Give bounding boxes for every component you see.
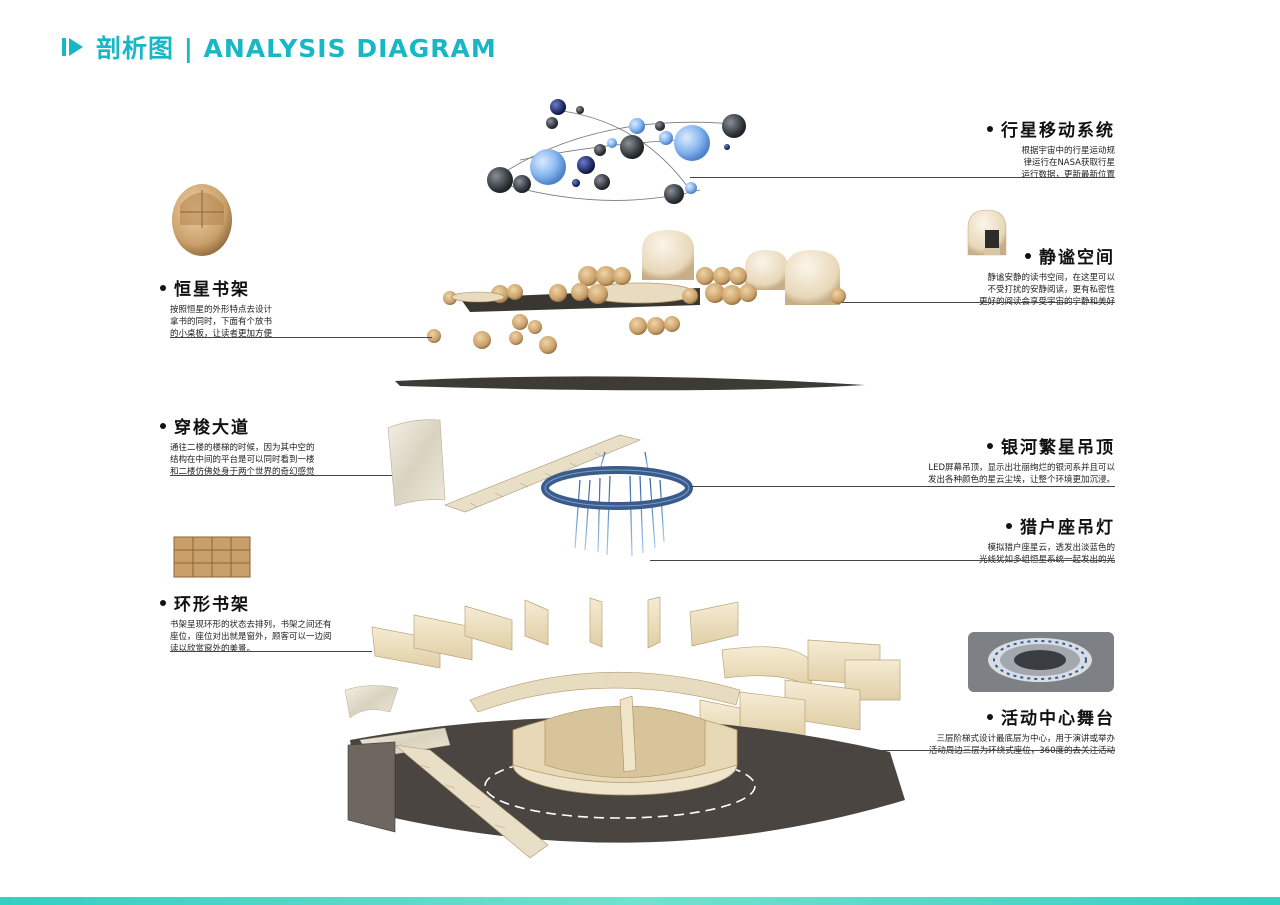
floating-shelves xyxy=(371,596,901,751)
ground-floor xyxy=(344,671,905,859)
label-quiet-space: 静谧空间 静谧安静的读书空间，在这里可以 不受打扰的安静阅读，更有私密性 更好的… xyxy=(979,243,1115,308)
planet-system xyxy=(487,99,746,204)
star-shelf-model xyxy=(172,184,232,256)
play-icon xyxy=(62,36,84,58)
leader-shuttle-avenue xyxy=(170,475,392,476)
label-line: 不受打扰的安静阅读，更有私密性 xyxy=(987,285,1115,295)
upper-floor-slab xyxy=(395,376,865,391)
label-line: 活动周边三层为环绕式座位，360度的去关注活动 xyxy=(928,746,1115,756)
bullet-dot xyxy=(160,422,166,429)
label-line: 读以欣赏窗外的美景。 xyxy=(170,644,256,654)
label-line: 三层阶梯式设计最底层为中心，用于演讲或举办 xyxy=(936,734,1115,744)
upper-floor xyxy=(427,230,846,354)
bottom-accent-bar xyxy=(0,897,1280,905)
page-title: 剖析图 | ANALYSIS DIAGRAM xyxy=(96,34,497,63)
leader-quiet-space xyxy=(842,302,1115,303)
label-line: LED屏幕吊顶，显示出壮丽绚烂的银河系并且可以 xyxy=(928,463,1115,473)
label-title: 静谧空间 xyxy=(1039,248,1115,268)
staircase-model xyxy=(387,419,641,513)
leader-galaxy-ceiling xyxy=(690,486,1115,487)
label-line: 根据宇宙中的行星运动规 xyxy=(1021,146,1115,156)
label-planet-system: 行星移动系统 根据宇宙中的行星运动规 律运行在NASA获取行星 运行数据，更新最… xyxy=(987,116,1115,181)
label-orion-lamp: 猎户座吊灯 模拟猎户座星云，透发出淡蓝色的 光线犹如多组恒星系统一起发出的光 xyxy=(979,513,1115,566)
bullet-dot xyxy=(987,442,993,449)
label-title: 猎户座吊灯 xyxy=(1020,518,1115,538)
leader-event-stage xyxy=(830,750,1115,751)
label-line: 静谧安静的读书空间，在这里可以 xyxy=(987,273,1115,283)
page-header: 剖析图 | ANALYSIS DIAGRAM xyxy=(62,30,497,64)
leader-planet-system xyxy=(690,177,1115,178)
bullet-dot xyxy=(987,125,993,132)
bullet-dot xyxy=(1025,252,1031,259)
leader-ring-shelf xyxy=(170,651,372,652)
label-title: 环形书架 xyxy=(174,595,250,615)
quiet-pod-model xyxy=(967,209,1007,256)
bullet-dot xyxy=(987,713,993,720)
label-line: 通往二楼的楼梯的时候，因为其中空的 xyxy=(170,443,315,453)
label-line: 书架呈现环形的状态去排列，书架之间还有 xyxy=(170,620,332,630)
label-star-shelf: 恒星书架 按照恒星的外形特点去设计 拿书的同时，下面有个放书 的小桌板，让读者更… xyxy=(160,275,272,340)
label-title: 活动中心舞台 xyxy=(1001,709,1115,729)
label-line: 结构在中间的平台是可以同时看到一楼 xyxy=(170,455,315,465)
label-title: 恒星书架 xyxy=(174,280,250,300)
label-line: 按照恒星的外形特点去设计 xyxy=(170,305,273,315)
bullet-dot xyxy=(160,284,166,291)
event-stage-model xyxy=(968,632,1114,692)
label-line: 的小桌板，让读者更加方便 xyxy=(170,329,273,339)
label-title: 银河繁星吊顶 xyxy=(1001,438,1115,458)
label-line: 和二楼仿佛处身于两个世界的奇幻感觉 xyxy=(170,467,315,477)
label-event-stage: 活动中心舞台 三层阶梯式设计最底层为中心，用于演讲或举办 活动周边三层为环绕式座… xyxy=(929,704,1115,757)
label-ring-shelf: 环形书架 书架呈现环形的状态去排列，书架之间还有 座位，座位对出就是窗外，顾客可… xyxy=(160,590,332,655)
ring-shelf-model xyxy=(173,536,251,578)
galaxy-ceiling-model xyxy=(541,448,693,557)
label-title: 穿梭大道 xyxy=(174,418,250,438)
label-line: 运行数据，更新最新位置 xyxy=(1021,170,1115,180)
leader-star-shelf xyxy=(170,337,432,338)
label-line: 律运行在NASA获取行星 xyxy=(1023,158,1115,168)
leader-orion-lamp xyxy=(650,560,1115,561)
label-galaxy-ceiling: 银河繁星吊顶 LED屏幕吊顶，显示出壮丽绚烂的银河系并且可以 发出各种颜色的星云… xyxy=(928,433,1115,486)
label-line: 模拟猎户座星云，透发出淡蓝色的 xyxy=(987,543,1115,553)
bullet-dot xyxy=(160,599,166,606)
label-line: 拿书的同时，下面有个放书 xyxy=(170,317,273,327)
label-line: 座位，座位对出就是窗外，顾客可以一边阅 xyxy=(170,632,332,642)
label-line: 发出各种颜色的星云尘埃，让整个环境更加沉浸。 xyxy=(927,475,1115,485)
label-title: 行星移动系统 xyxy=(1001,121,1115,141)
label-shuttle-avenue: 穿梭大道 通往二楼的楼梯的时候，因为其中空的 结构在中间的平台是可以同时看到一楼… xyxy=(160,413,315,478)
bullet-dot xyxy=(1006,522,1012,529)
